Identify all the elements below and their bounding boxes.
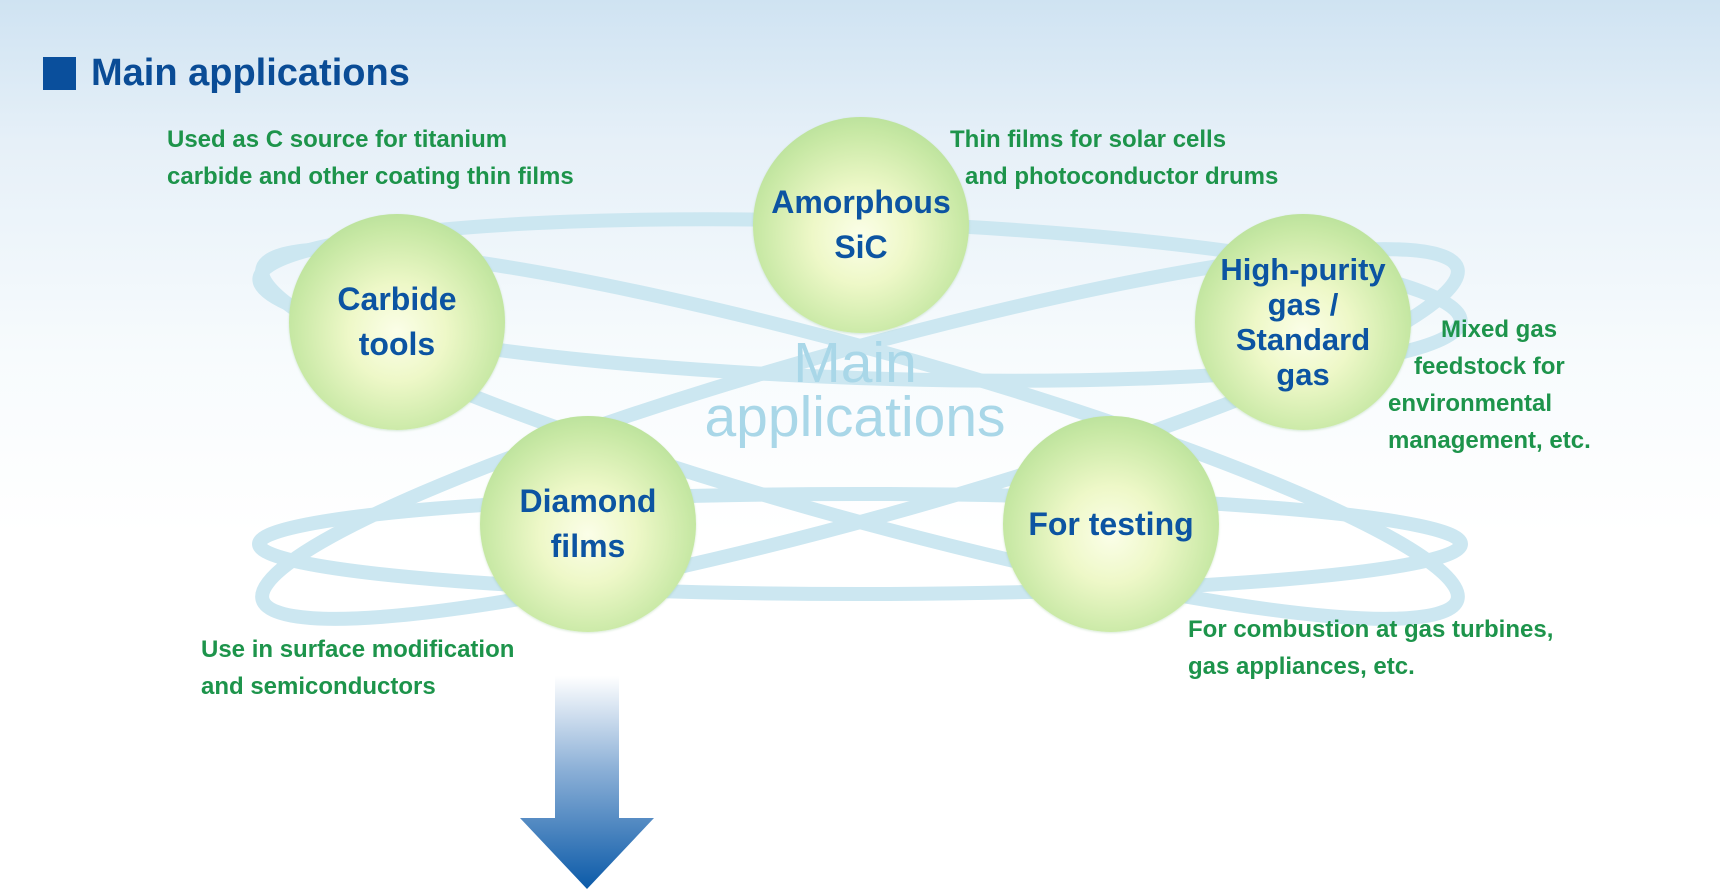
note-high-purity: Mixed gas feedstock for environmental ma… [1388, 311, 1591, 459]
note-amorphous-line1: Thin films for solar cells [950, 126, 1227, 153]
note-carbide: Used as C source for titanium carbide an… [167, 121, 574, 195]
note-carbide-line1: Used as C source for titanium [167, 126, 508, 153]
center-label: Main applications [620, 331, 1090, 449]
orbit-ring-tilted-a [255, 242, 1465, 626]
bubble-diamond-films-label: Diamond films [519, 483, 657, 564]
orbit-ring-tilted-b [255, 242, 1465, 626]
note-amorphous-line2: and photoconductor drums [965, 163, 1279, 190]
bubble-diamond-films: Diamond films [480, 416, 696, 632]
down-arrow-icon [520, 676, 654, 889]
bubble-amorphous-sic-label: Amorphous SiC [771, 184, 951, 265]
note-testing-line2: gas appliances, etc. [1188, 653, 1415, 680]
note-amorphous: Thin films for solar cells and photocond… [950, 121, 1278, 195]
bubble-for-testing: For testing [1003, 416, 1219, 632]
orbit-ring-lower [252, 487, 1468, 601]
note-testing-line1: For combustion at gas turbines, [1188, 616, 1554, 643]
page-title: Main applications [91, 52, 410, 94]
bubble-high-purity-gas: High-purity gas / Standard gas [1195, 214, 1411, 430]
section-header: Main applications [43, 54, 410, 92]
note-testing: For combustion at gas turbines, gas appl… [1188, 611, 1553, 685]
note-high-purity-line3: environmental [1388, 390, 1553, 417]
bubble-carbide-tools-label: Carbide tools [337, 281, 457, 362]
bubble-carbide-tools: Carbide tools [289, 214, 505, 430]
note-high-purity-line2: feedstock for [1414, 353, 1565, 380]
center-label-line2: applications [704, 385, 1006, 449]
square-bullet-icon [43, 56, 76, 90]
bubble-amorphous-sic: Amorphous SiC [753, 117, 969, 333]
center-label-line1: Main [793, 331, 917, 395]
note-diamond: Use in surface modification and semicond… [201, 631, 514, 705]
note-carbide-line2: carbide and other coating thin films [167, 163, 574, 190]
bubble-high-purity-gas-label: High-purity gas / Standard gas [1220, 252, 1386, 392]
note-high-purity-line1: Mixed gas [1441, 316, 1558, 343]
note-diamond-line2: and semiconductors [201, 673, 436, 700]
note-diamond-line1: Use in surface modification [201, 636, 515, 663]
note-high-purity-line4: management, etc. [1388, 427, 1591, 454]
bubble-for-testing-label: For testing [1028, 505, 1194, 542]
